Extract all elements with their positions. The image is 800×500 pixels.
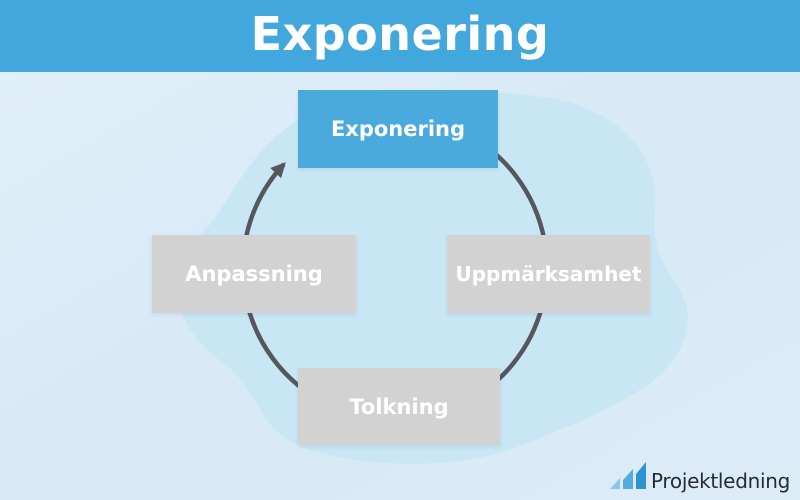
node-exponering: Exponering: [298, 90, 498, 168]
growth-bars-icon: [610, 462, 647, 489]
node-anpassning: Anpassning: [152, 235, 356, 313]
node-label: Uppmärksamhet: [455, 262, 642, 286]
node-tolkning: Tolkning: [298, 368, 500, 445]
node-label: Tolkning: [349, 394, 449, 419]
brand-logo: Projektledning: [610, 462, 790, 492]
node-label: Exponering: [330, 117, 466, 141]
page-title: Exponering: [250, 7, 550, 61]
node-label: Anpassning: [185, 262, 323, 286]
header-banner: Exponering: [0, 0, 800, 72]
node-uppmarksamhet: Uppmärksamhet: [447, 235, 650, 313]
brand-name: Projektledning: [651, 469, 790, 493]
